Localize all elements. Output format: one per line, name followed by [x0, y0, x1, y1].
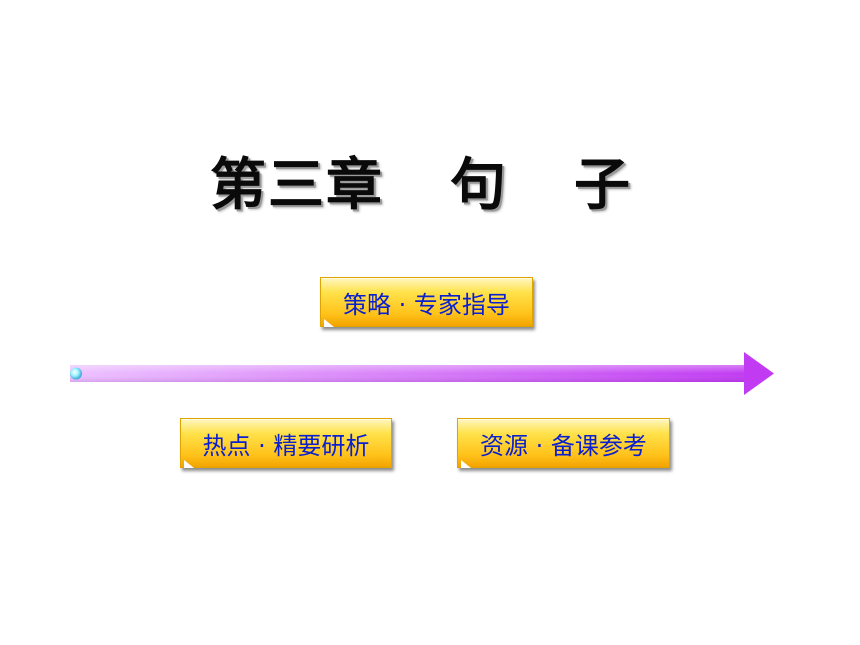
hotspot-analysis-button[interactable]: 热点 · 精要研析 [180, 418, 392, 468]
chapter-title: 第三章 句 子 [200, 140, 660, 220]
arrow-start-dot [70, 367, 82, 380]
button-corner-fold [184, 460, 194, 468]
strategy-expert-guidance-label: 策略 · 专家指导 [343, 290, 510, 319]
chapter-title-word-2: 子 [574, 151, 632, 218]
resource-lesson-prep-button[interactable]: 资源 · 备课参考 [457, 418, 670, 468]
chapter-number: 第三章 [210, 151, 384, 218]
strategy-expert-guidance-button[interactable]: 策略 · 专家指导 [320, 277, 533, 327]
resource-lesson-prep-label: 资源 · 备课参考 [480, 431, 647, 460]
hotspot-analysis-label: 热点 · 精要研析 [202, 431, 370, 460]
navigation-arrow [70, 352, 774, 395]
button-corner-fold [324, 319, 334, 327]
chapter-title-word-1: 句 [450, 151, 508, 218]
button-corner-fold [461, 460, 471, 468]
